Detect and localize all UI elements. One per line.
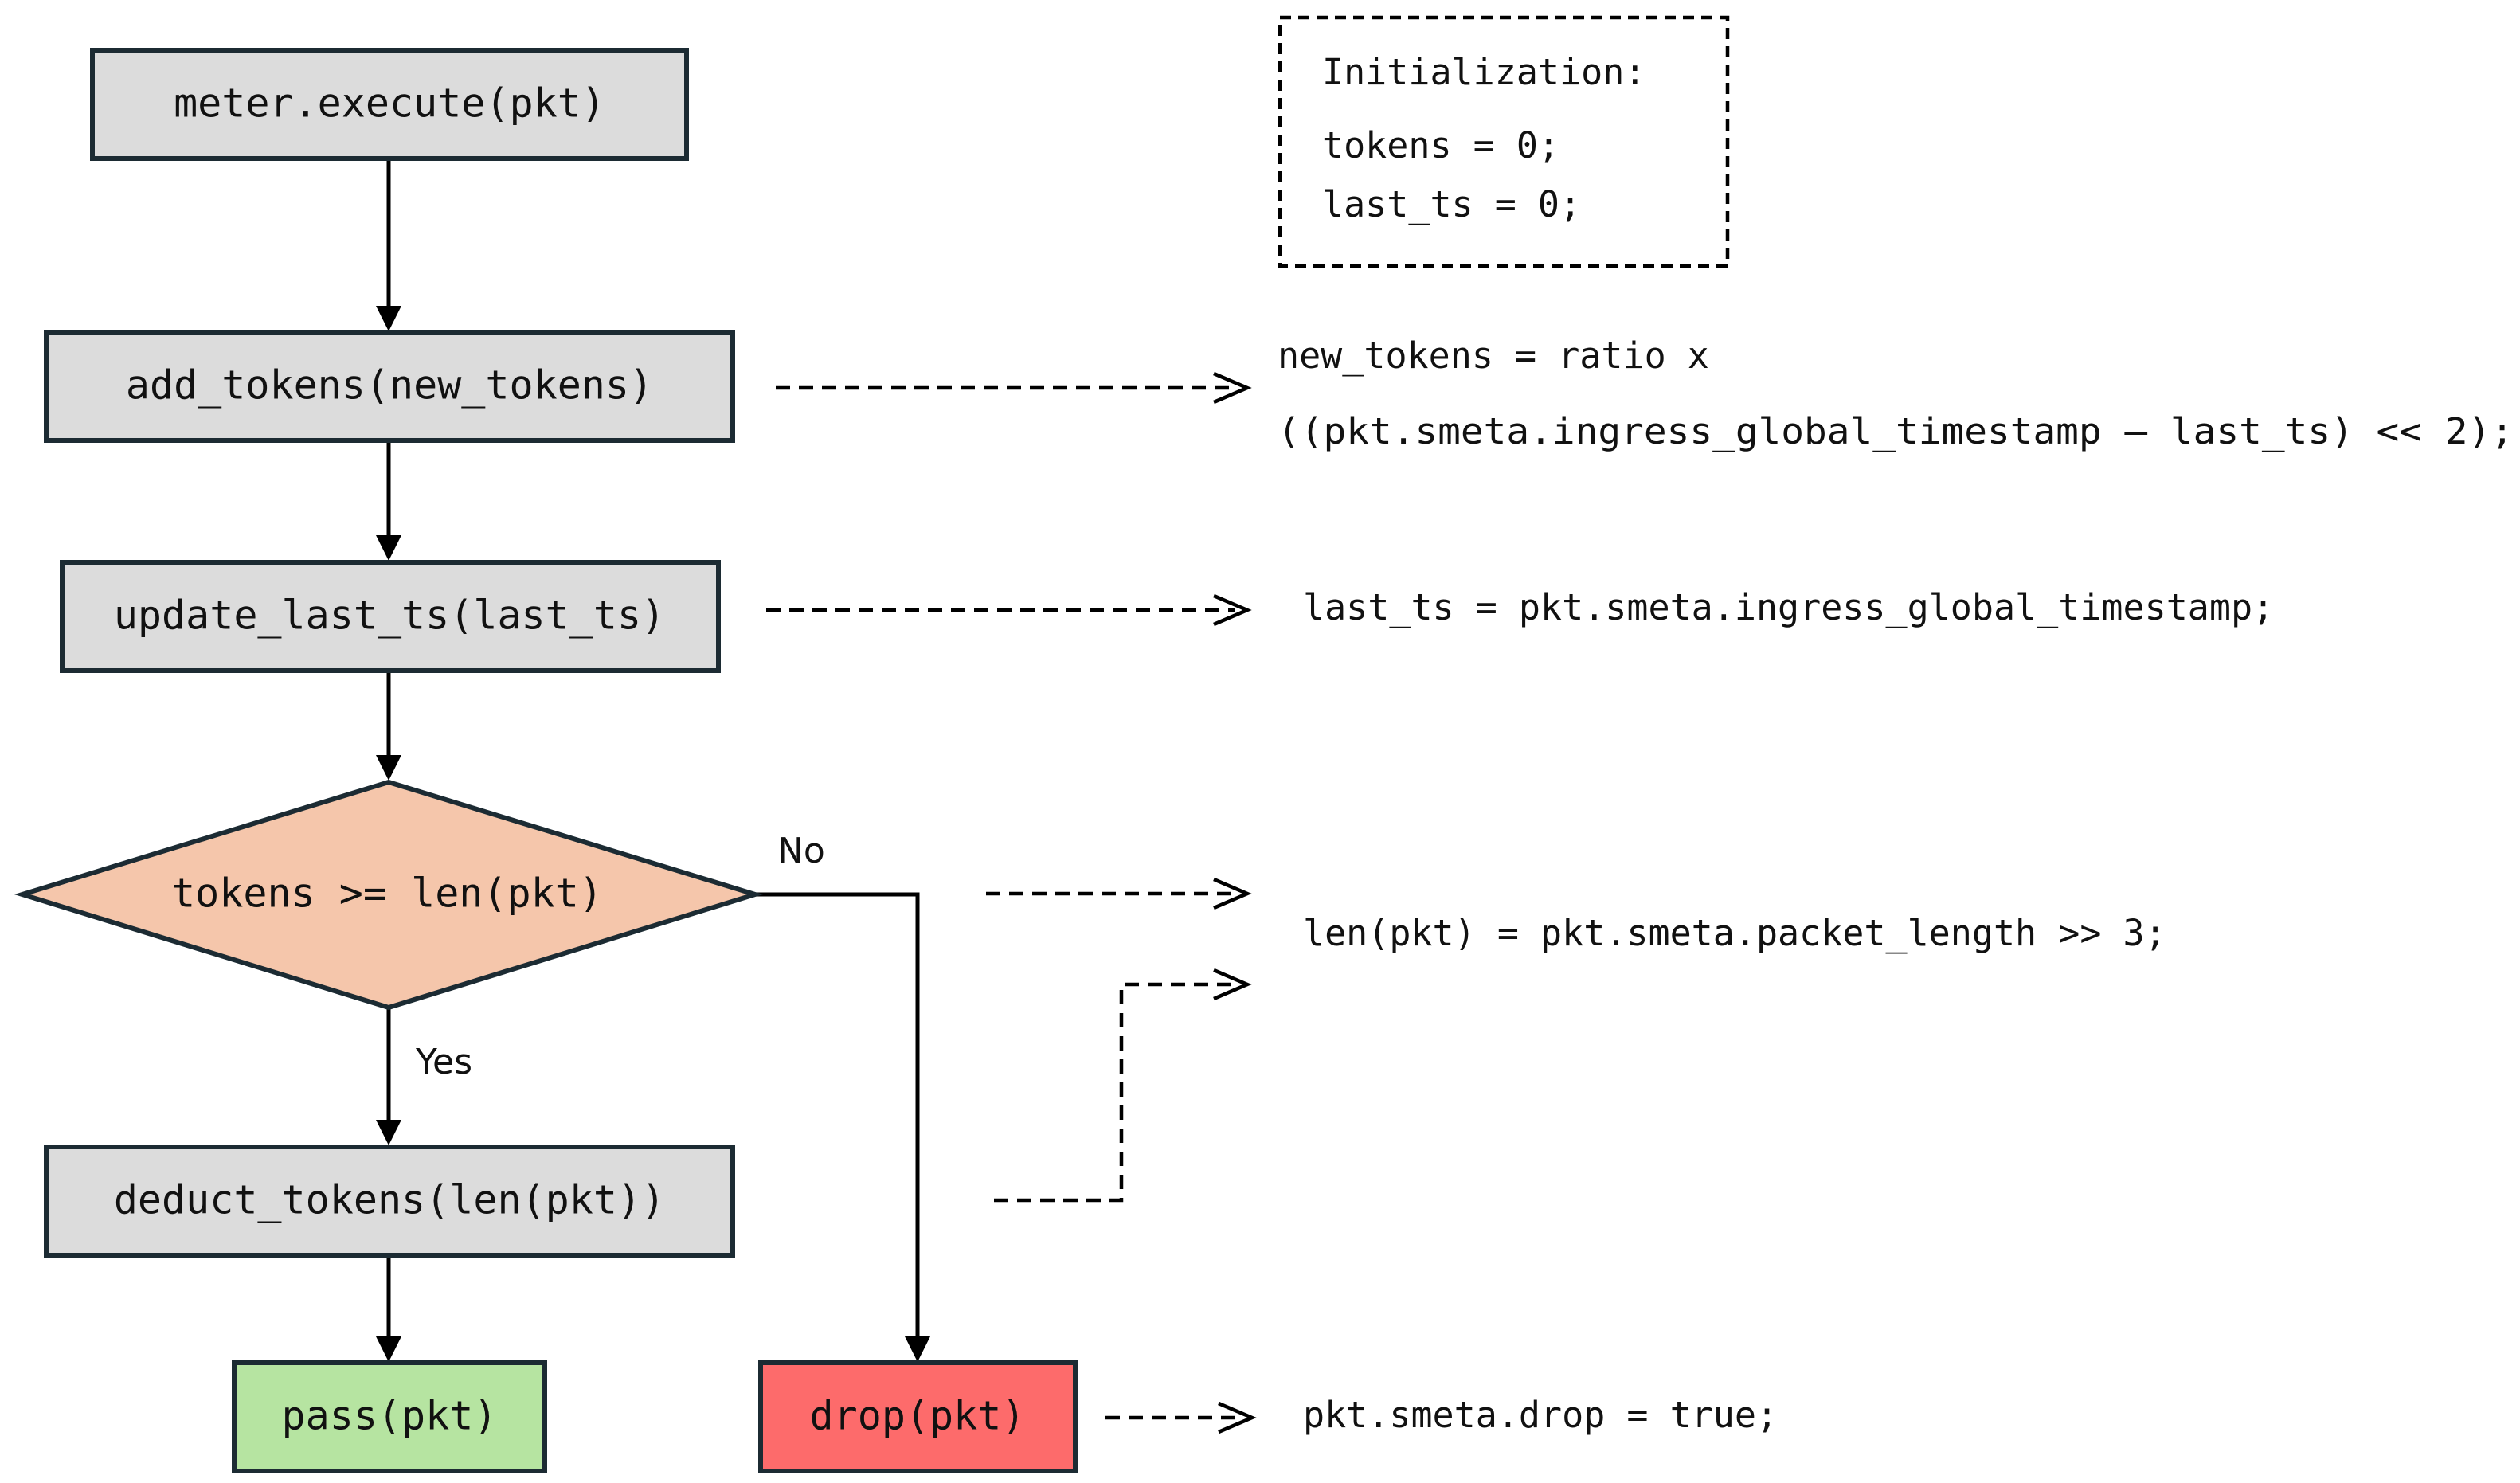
node-drop-label: drop(pkt)	[810, 1393, 1026, 1439]
dashed-arrow-decision	[986, 877, 1252, 910]
flow-arrow-deduct-to-pass	[376, 1255, 401, 1362]
node-update-last-ts-label: update_last_ts(last_ts)	[114, 593, 665, 639]
node-drop: drop(pkt)	[758, 1360, 1078, 1473]
dashed-arrow-deduct-tokens	[994, 968, 1252, 1203]
dashed-arrow-drop	[1105, 1401, 1257, 1434]
note-len-pkt: len(pkt) = pkt.smeta.packet_length >> 3;	[1303, 912, 2166, 954]
note-new-tokens-line2: ((pkt.smeta.ingress_global_timestamp – l…	[1278, 410, 2514, 452]
initialization-line-tokens: tokens = 0;	[1322, 124, 1559, 166]
node-decision: tokens >= len(pkt)	[14, 779, 764, 1011]
note-last-ts: last_ts = pkt.smeta.ingress_global_times…	[1303, 586, 2274, 628]
node-meter-execute: meter.execute(pkt)	[90, 48, 689, 161]
node-decision-label: tokens >= len(pkt)	[171, 871, 603, 917]
flow-arrow-update-to-decision	[376, 671, 401, 781]
flow-arrow-execute-to-add	[376, 159, 401, 331]
initialization-box: Initialization: tokens = 0; last_ts = 0;	[1278, 15, 1730, 268]
branch-label-yes: Yes	[415, 1042, 472, 1082]
node-add-tokens-label: add_tokens(new_tokens)	[126, 362, 653, 409]
branch-label-no: No	[777, 831, 825, 871]
node-update-last-ts: update_last_ts(last_ts)	[60, 560, 721, 673]
node-add-tokens: add_tokens(new_tokens)	[44, 330, 735, 443]
node-pass-label: pass(pkt)	[282, 1393, 498, 1439]
flow-arrow-decision-yes	[376, 1008, 401, 1145]
node-meter-execute-label: meter.execute(pkt)	[174, 80, 605, 127]
dashed-arrow-update-last-ts	[766, 593, 1252, 627]
node-deduct-tokens-label: deduct_tokens(len(pkt))	[114, 1177, 665, 1223]
flow-arrow-add-to-update	[376, 440, 401, 561]
dashed-arrow-add-tokens	[776, 371, 1252, 405]
node-deduct-tokens: deduct_tokens(len(pkt))	[44, 1145, 735, 1258]
initialization-line-last-ts: last_ts = 0;	[1322, 183, 1581, 225]
note-drop: pkt.smeta.drop = true;	[1303, 1394, 1778, 1436]
note-new-tokens-line1: new_tokens = ratio x	[1278, 335, 1709, 377]
initialization-title: Initialization:	[1322, 51, 1645, 93]
node-pass: pass(pkt)	[232, 1360, 547, 1473]
flow-arrow-decision-no	[755, 892, 930, 1362]
